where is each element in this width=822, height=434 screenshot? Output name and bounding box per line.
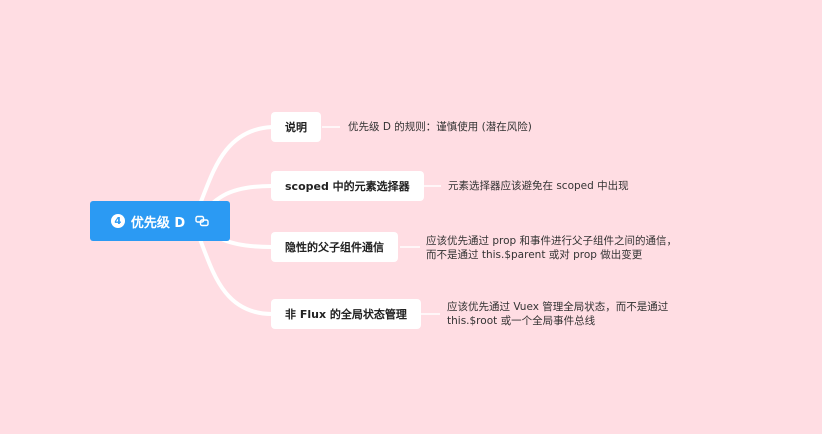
branch-node-non-flux-state[interactable]: 非 Flux 的全局状态管理 [271,299,421,329]
branch-node-scoped-selectors[interactable]: scoped 中的元素选择器 [271,171,424,201]
note-line: 优先级 D 的规则：谨慎使用 (潜在风险) [348,121,532,133]
branch-node-implicit-communication[interactable]: 隐性的父子组件通信 [271,232,398,262]
branch-label: 说明 [285,121,307,134]
branch-label: 非 Flux 的全局状态管理 [285,308,407,321]
leaf-note-description: 优先级 D 的规则：谨慎使用 (潜在风险) [348,120,532,134]
note-line: 应该优先通过 prop 和事件进行父子组件之间的通信， [426,235,678,247]
root-topic-node[interactable]: 4 优先级 D [90,201,230,241]
note-line: this.$root 或一个全局事件总线 [447,315,596,327]
leaf-note-scoped-selectors: 元素选择器应该避免在 scoped 中出现 [448,179,629,193]
branch-node-description[interactable]: 说明 [271,112,321,142]
link-icon[interactable] [195,215,209,227]
root-topic-label: 优先级 D [130,215,186,231]
branch-label: 隐性的父子组件通信 [285,241,384,254]
leaf-note-implicit-communication: 应该优先通过 prop 和事件进行父子组件之间的通信， 而不是通过 this.$… [426,234,677,262]
note-line: 而不是通过 this.$parent 或对 prop 做出变更 [426,249,643,261]
branch-label: scoped 中的元素选择器 [285,180,410,193]
leaf-note-non-flux-state: 应该优先通过 Vuex 管理全局状态，而不是通过 this.$root 或一个全… [447,300,668,328]
note-line: 应该优先通过 Vuex 管理全局状态，而不是通过 [447,301,669,313]
priority-number-badge: 4 [110,214,125,228]
note-line: 元素选择器应该避免在 scoped 中出现 [448,180,629,192]
